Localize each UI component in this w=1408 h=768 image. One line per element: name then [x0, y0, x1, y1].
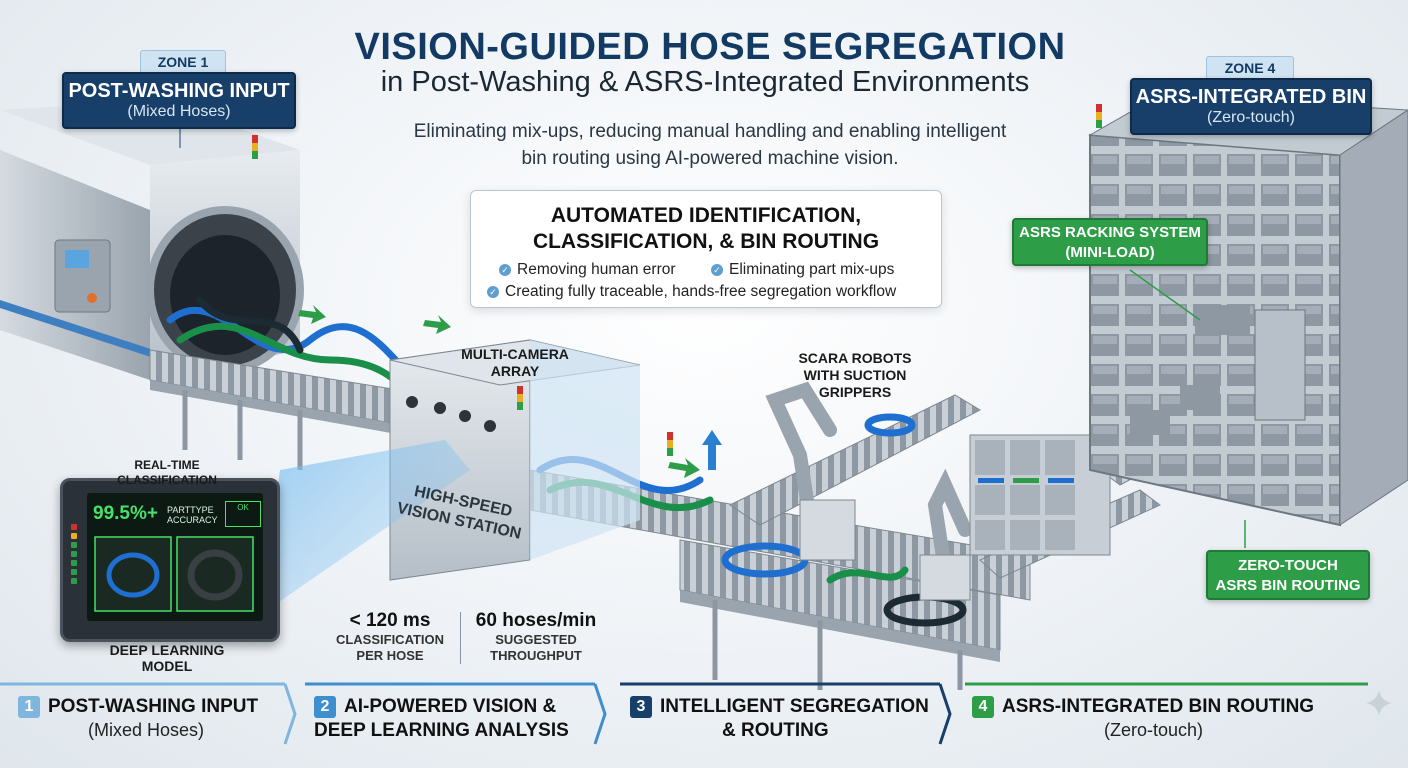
feature-item-1: ✓ Removing human error	[499, 261, 676, 279]
asrs-rack	[1088, 94, 1408, 527]
metric-latency-label-2: PER HOSE	[356, 648, 424, 663]
monitor-screen: 99.5%+ PARTTYPE ACCURACY OK	[87, 493, 263, 621]
scara-robot-1	[765, 381, 837, 527]
page-subtitle: in Post-Washing & ASRS-Integrated Enviro…	[380, 66, 1030, 98]
features-heading-line-2: CLASSIFICATION, & BIN ROUTING	[532, 230, 880, 253]
sorting-bins	[969, 434, 1111, 556]
metric-throughput-value: 60 hoses/min	[475, 610, 597, 631]
asrs-racking-line-2: (MINI-LOAD)	[1065, 244, 1155, 261]
metric-throughput-label-2: THROUGHPUT	[490, 648, 582, 663]
accuracy-value: 99.5%+	[93, 503, 158, 524]
stack-light-asrs	[1096, 104, 1102, 128]
vision-beam	[260, 440, 470, 615]
step-1: 1 POST-WASHING INPUT (Mixed Hoses)	[18, 686, 288, 748]
zero-touch-label: ZERO-TOUCH ASRS BIN ROUTING	[1206, 550, 1370, 600]
zone1-subtitle: (Mixed Hoses)	[127, 103, 231, 120]
sparkle-icon	[1366, 690, 1392, 716]
check-icon: ✓	[711, 264, 723, 276]
check-icon: ✓	[487, 286, 499, 298]
monitor-header-line-2: CLASSIFICATION	[117, 473, 217, 487]
stack-light-zone1	[252, 135, 258, 159]
step-4-number: 4	[972, 696, 994, 718]
input-conveyor	[149, 349, 431, 470]
step-1-number: 1	[18, 696, 40, 718]
tagline-line-2: bin routing using AI-powered machine vis…	[521, 148, 899, 169]
step-4-title: ASRS-INTEGRATED BIN ROUTING	[1002, 696, 1315, 717]
metric-latency: < 120 ms CLASSIFICATION PER HOSE	[326, 610, 454, 664]
metric-latency-value: < 120 ms	[349, 610, 431, 631]
status-badge: OK	[225, 501, 261, 527]
monitor-caption-bottom: DEEP LEARNING MODEL	[82, 642, 252, 674]
metric-divider	[460, 612, 461, 664]
zone4-title: ASRS-INTEGRATED BIN	[1135, 86, 1367, 108]
scara-line-2: WITH SUCTION	[803, 367, 907, 383]
led-indicators	[71, 521, 77, 587]
feature-text-1: Removing human error	[517, 261, 676, 278]
feature-item-2: ✓ Eliminating part mix-ups	[711, 261, 894, 279]
metric-latency-label-1: CLASSIFICATION	[335, 632, 445, 647]
hose-preview	[94, 536, 254, 612]
tagline-line-1: Eliminating mix-ups, reducing manual han…	[413, 121, 1007, 142]
step-3-subtitle: & ROUTING	[722, 720, 829, 741]
check-icon: ✓	[499, 264, 511, 276]
step-2-number: 2	[314, 696, 336, 718]
accuracy-label-line-1: PARTTYPE	[167, 505, 214, 515]
scara-line-3: GRIPPERS	[818, 384, 892, 400]
step-1-title: POST-WASHING INPUT	[48, 696, 259, 717]
camera-array-line-1: MULTI-CAMERA	[461, 346, 569, 362]
stack-light-sort	[667, 432, 673, 456]
flow-arrows	[298, 305, 700, 478]
features-panel: AUTOMATED IDENTIFICATION, CLASSIFICATION…	[470, 190, 942, 308]
features-heading-line-1: AUTOMATED IDENTIFICATION,	[550, 204, 862, 227]
accuracy-label-line-2: ACCURACY	[167, 515, 218, 525]
zero-touch-line-1: ZERO-TOUCH	[1238, 557, 1338, 574]
step-1-subtitle: (Mixed Hoses)	[88, 720, 205, 740]
tagline: Eliminating mix-ups, reducing manual han…	[360, 118, 1060, 172]
feature-item-3: ✓ Creating fully traceable, hands-free se…	[487, 283, 896, 301]
camera-array-line-2: ARRAY	[490, 363, 540, 379]
asrs-racking-label: ASRS RACKING SYSTEM (MINI-LOAD)	[1012, 218, 1208, 266]
feature-text-2: Eliminating part mix-ups	[729, 261, 895, 278]
step-4-subtitle: (Zero-touch)	[1104, 720, 1204, 740]
zone1-title: POST-WASHING INPUT	[68, 80, 290, 102]
zero-touch-line-2: ASRS BIN ROUTING	[1215, 577, 1361, 594]
monitor-footer-line-2: MODEL	[141, 658, 193, 674]
asrs-racking-line-1: ASRS RACKING SYSTEM	[1019, 224, 1201, 241]
up-arrow	[702, 430, 722, 470]
classification-monitor: 99.5%+ PARTTYPE ACCURACY OK	[60, 478, 280, 642]
monitor-caption-top: REAL-TIME CLASSIFICATION	[82, 458, 252, 488]
page-title: VISION-GUIDED HOSE SEGREGATION	[354, 26, 1066, 68]
stack-light-vision	[517, 386, 523, 410]
zone1-tag: ZONE 1	[140, 50, 226, 74]
features-heading: AUTOMATED IDENTIFICATION, CLASSIFICATION…	[471, 203, 941, 255]
metric-throughput: 60 hoses/min SUGGESTED THROUGHPUT	[466, 610, 606, 664]
zone4-tag: ZONE 4	[1206, 56, 1294, 80]
step-3: 3 INTELLIGENT SEGREGATION & ROUTING	[630, 686, 940, 748]
rack-pointer	[1129, 269, 1201, 321]
step-4: 4 ASRS-INTEGRATED BIN ROUTING (Zero-touc…	[972, 686, 1352, 748]
step-3-title: INTELLIGENT SEGREGATION	[660, 696, 929, 717]
zone4-label: ASRS-INTEGRATED BIN (Zero-touch)	[1130, 78, 1372, 135]
camera-array-label: MULTI-CAMERA ARRAY	[440, 346, 590, 380]
monitor-footer-line-1: DEEP LEARNING	[109, 642, 225, 658]
step-bar-lines	[0, 682, 1368, 745]
scara-line-1: SCARA ROBOTS	[798, 350, 912, 366]
feature-text-3: Creating fully traceable, hands-free seg…	[505, 283, 897, 300]
scara-robot-2	[927, 468, 972, 577]
step-3-number: 3	[630, 696, 652, 718]
scara-robots-label: SCARA ROBOTS WITH SUCTION GRIPPERS	[790, 350, 920, 401]
step-2: 2 AI-POWERED VISION & DEEP LEARNING ANAL…	[314, 686, 594, 748]
step-2-subtitle: DEEP LEARNING ANALYSIS	[314, 720, 569, 741]
metric-throughput-label-1: SUGGESTED	[495, 632, 577, 647]
zone1-label: POST-WASHING INPUT (Mixed Hoses)	[62, 72, 296, 129]
zone4-subtitle: (Zero-touch)	[1206, 109, 1296, 126]
monitor-header-line-1: REAL-TIME	[134, 458, 200, 472]
step-2-title: AI-POWERED VISION &	[344, 696, 557, 717]
accuracy-label: PARTTYPE ACCURACY	[167, 505, 218, 525]
